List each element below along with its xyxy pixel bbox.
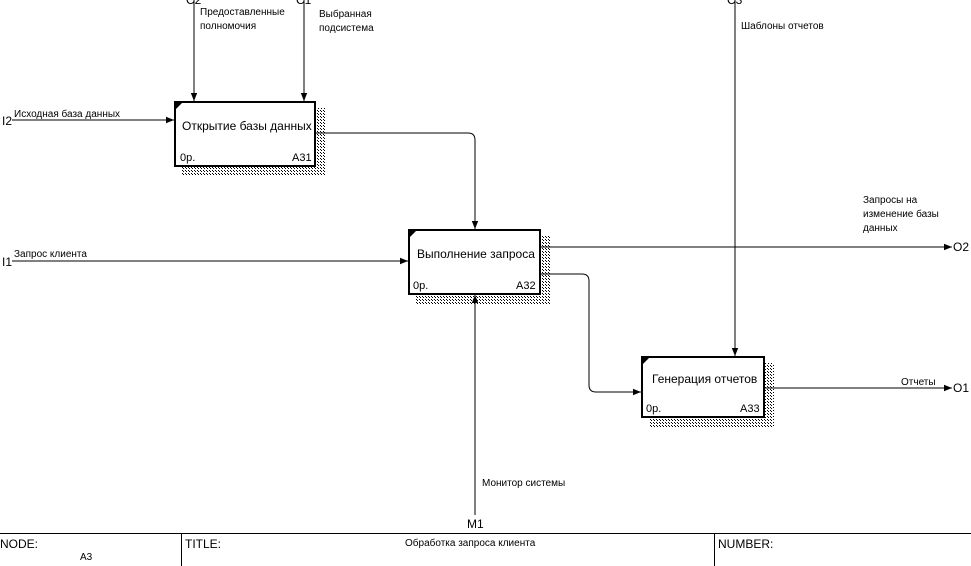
box-a31-code: A31: [292, 152, 312, 164]
label-m1: Монитор системы: [482, 478, 565, 489]
footer-title-value: Обработка запроса клиента: [405, 538, 536, 549]
footer-node-cell: NODE: A3: [0, 534, 182, 566]
arrow-a31-to-a32[interactable]: [316, 132, 479, 229]
label-o2: Запросы на изменение базы данных: [863, 195, 942, 234]
box-a33[interactable]: Генерация отчетов 0р. A33: [641, 356, 765, 418]
tunnel-c2: C2: [186, 0, 202, 7]
tunnel-c3: C3: [727, 0, 743, 7]
label-c1: Выбранная подсистема: [319, 8, 375, 34]
label-i1: Запрос клиента: [14, 249, 87, 260]
tunnel-o1: O1: [953, 381, 969, 395]
box-a32-cost: 0р.: [413, 280, 428, 292]
footer-number-cell: NUMBER:: [715, 534, 971, 566]
box-a32[interactable]: Выполнение запроса 0р. A32: [408, 229, 541, 295]
footer-number-label: NUMBER:: [718, 537, 774, 551]
footer-title-cell: TITLE: Обработка запроса клиента: [182, 534, 715, 566]
diagram-footer: NODE: A3 TITLE: Обработка запроса клиент…: [0, 533, 971, 566]
box-a32-code: A32: [516, 280, 536, 292]
box-a31-cost: 0р.: [180, 152, 195, 164]
tunnel-i2: I2: [2, 114, 12, 128]
tunnel-c1: C1: [296, 0, 312, 7]
label-c2: Предоставленные полномочия: [200, 7, 288, 32]
tunnel-m1: M1: [467, 517, 484, 531]
tunnel-o2: O2: [953, 240, 969, 254]
label-o1: Отчеты: [901, 377, 936, 388]
arrow-a32-to-a33[interactable]: [541, 273, 641, 396]
footer-title-label: TITLE:: [185, 537, 222, 551]
footer-node-value: A3: [80, 552, 93, 563]
box-a33-cost: 0р.: [646, 403, 661, 415]
box-a33-title: Генерация отчетов: [652, 372, 757, 386]
box-a31-title: Открытие базы данных: [182, 119, 312, 133]
box-a31[interactable]: Открытие базы данных 0р. A31: [174, 101, 316, 167]
label-i2: Исходная база данных: [14, 108, 120, 120]
tunnel-i1: I1: [2, 255, 12, 269]
label-c3: Шаблоны отчетов: [741, 20, 824, 32]
box-a33-code: A33: [740, 403, 760, 415]
footer-node-label: NODE:: [0, 537, 39, 551]
box-a32-title: Выполнение запроса: [417, 247, 535, 261]
